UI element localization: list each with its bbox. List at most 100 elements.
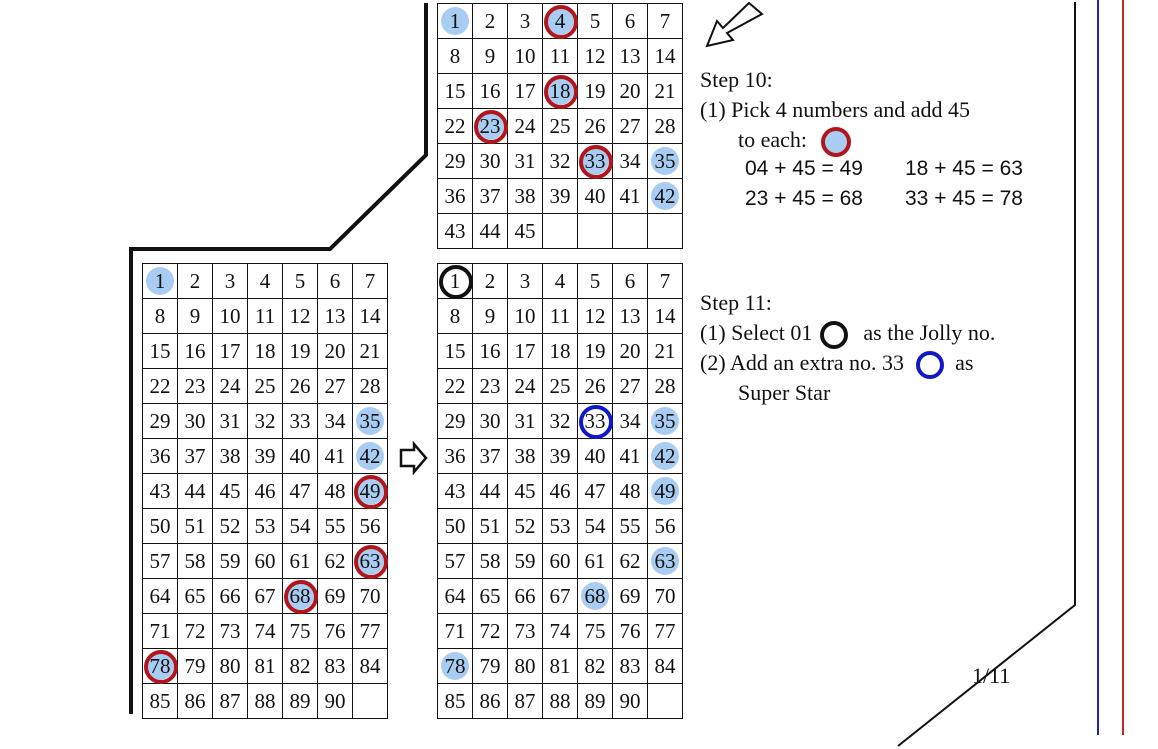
step10-line2: to each: — [738, 127, 851, 157]
highlight-dot — [651, 407, 679, 435]
grid-number: 55 — [619, 513, 641, 538]
grid-number: 11 — [254, 303, 276, 328]
highlight-dot — [441, 652, 469, 680]
grid-cell-61: 61 — [578, 544, 613, 579]
grid-cell-42: 42 — [353, 439, 388, 474]
grid-cell-61: 61 — [283, 544, 318, 579]
black-ring-icon — [439, 265, 473, 299]
grid-number: 83 — [619, 653, 641, 678]
grid-cell-85: 85 — [438, 684, 473, 719]
grid-number: 39 — [549, 443, 571, 468]
grid-number: 5 — [294, 268, 306, 293]
grid-number: 26 — [584, 113, 606, 138]
step11-line2: (2) Add an extra no. 33 as — [700, 350, 973, 379]
grid-cell-60: 60 — [248, 544, 283, 579]
grid-cell-30: 30 — [473, 144, 508, 179]
grid-number: 67 — [254, 583, 276, 608]
grid-cell-80: 80 — [508, 649, 543, 684]
grid-number: 6 — [624, 8, 636, 33]
grid-cell-26: 26 — [578, 369, 613, 404]
grid-cell-78: 78 — [143, 649, 178, 684]
grid-cell-5: 5 — [283, 264, 318, 299]
grid-number: 72 — [184, 618, 206, 643]
grid-number: 86 — [184, 688, 206, 713]
grid-number: 74 — [549, 618, 571, 643]
grid-cell-88: 88 — [248, 684, 283, 719]
grid-number: 12 — [584, 303, 606, 328]
grid-cell-16: 16 — [178, 334, 213, 369]
grid-number: 36 — [149, 443, 171, 468]
grid-number: 30 — [184, 408, 206, 433]
grid-cell-78: 78 — [438, 649, 473, 684]
grid-cell-34: 34 — [613, 404, 648, 439]
grid-cell-11: 11 — [543, 39, 578, 74]
grid-number: 30 — [479, 148, 501, 173]
grid-number: 58 — [184, 548, 206, 573]
grid-number: 2 — [484, 8, 496, 33]
grid-cell-40: 40 — [578, 439, 613, 474]
grid-cell-36: 36 — [438, 179, 473, 214]
grid-number: 29 — [149, 408, 171, 433]
grid-number: 13 — [619, 43, 641, 68]
grid-number: 10 — [219, 303, 241, 328]
grid-cell-63: 63 — [648, 544, 683, 579]
grid-number: 34 — [619, 148, 641, 173]
grid-cell-21: 21 — [648, 74, 683, 109]
grid-cell-23: 23 — [178, 369, 213, 404]
grid-number: 51 — [184, 513, 206, 538]
grid-cell-43: 43 — [438, 214, 473, 249]
grid-number: 9 — [189, 303, 201, 328]
grid-cell-5: 5 — [578, 264, 613, 299]
grid-cell-23: 23 — [473, 369, 508, 404]
grid-number: 32 — [549, 148, 571, 173]
grid-number: 69 — [324, 583, 346, 608]
grid-number: 10 — [514, 303, 536, 328]
grid-cell-10: 10 — [508, 299, 543, 334]
grid-cell-14: 14 — [353, 299, 388, 334]
grid-cell-48: 48 — [318, 474, 353, 509]
grid-cell-47: 47 — [283, 474, 318, 509]
step11-line1b: as the Jolly no. — [863, 320, 996, 345]
grid-number: 17 — [219, 338, 241, 363]
grid-cell-8: 8 — [438, 39, 473, 74]
grid-number: 43 — [444, 218, 466, 243]
grid-number: 5 — [589, 268, 601, 293]
grid-cell-7: 7 — [648, 4, 683, 39]
grid-cell-25: 25 — [248, 369, 283, 404]
blue-ring-icon — [579, 405, 613, 439]
grid-cell-20: 20 — [318, 334, 353, 369]
grid-cell-71: 71 — [438, 614, 473, 649]
grid-cell-51: 51 — [473, 509, 508, 544]
grid-number: 75 — [289, 618, 311, 643]
grid-number: 8 — [449, 303, 461, 328]
grid-number: 71 — [444, 618, 466, 643]
grid-number: 57 — [444, 548, 466, 573]
grid-number: 62 — [324, 548, 346, 573]
grid-number: 14 — [654, 303, 676, 328]
grid-number: 48 — [619, 478, 641, 503]
grid-number: 37 — [479, 443, 501, 468]
grid-number: 65 — [479, 583, 501, 608]
grid-number: 20 — [619, 78, 641, 103]
grid-number: 37 — [184, 443, 206, 468]
grid-number: 12 — [584, 43, 606, 68]
grid-cell-21: 21 — [353, 334, 388, 369]
grid-number: 51 — [479, 513, 501, 538]
grid-cell-4: 4 — [543, 264, 578, 299]
step11-line1a: (1) Select 01 — [700, 320, 813, 345]
grid-cell-37: 37 — [473, 179, 508, 214]
red-ring-icon — [579, 145, 613, 179]
grid-number: 43 — [444, 478, 466, 503]
grid-cell-4: 4 — [543, 4, 578, 39]
grid-number: 61 — [289, 548, 311, 573]
grid-number: 65 — [184, 583, 206, 608]
grid-cell-empty — [648, 684, 683, 719]
grid-cell-14: 14 — [648, 299, 683, 334]
grid-number: 3 — [519, 8, 531, 33]
grid-cell-19: 19 — [578, 74, 613, 109]
grid-cell-52: 52 — [508, 509, 543, 544]
grid-number: 23 — [184, 373, 206, 398]
grid-number: 86 — [479, 688, 501, 713]
